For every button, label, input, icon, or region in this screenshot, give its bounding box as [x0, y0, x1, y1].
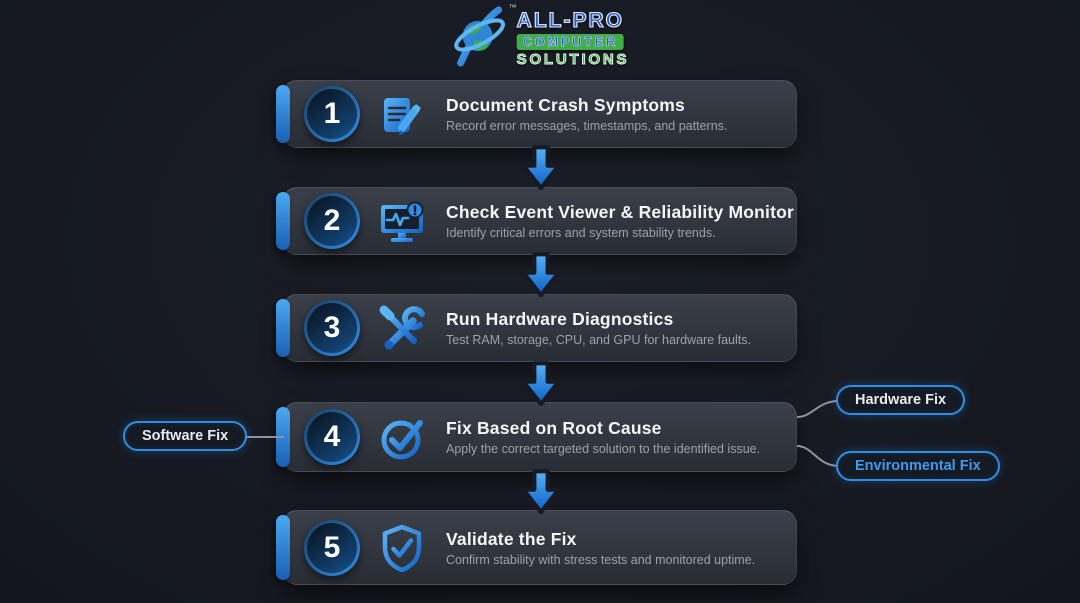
card-accent-bar	[276, 192, 290, 250]
branch-pill-hardware-fix: Hardware Fix	[836, 385, 966, 415]
shield-check-icon	[382, 524, 422, 572]
step-number-badge: 2	[304, 193, 360, 249]
notepad-pencil-icon	[384, 93, 421, 135]
brand-name: ALL-PRO	[516, 9, 624, 32]
step-card-3: 3 Run Hardware Diagnostics Test RAM, sto…	[276, 294, 797, 362]
step-subtitle: Identify critical errors and system stab…	[446, 226, 716, 240]
branch-pill-software-fix: Software Fix	[123, 421, 248, 451]
step-title: Run Hardware Diagnostics	[446, 309, 674, 329]
logo: ™ ALL-PRO COMPUTER SOLUTIONS	[451, 3, 630, 68]
step-subtitle: Apply the correct targeted solution to t…	[446, 442, 761, 456]
step-number-badge: 3	[304, 300, 360, 356]
step-subtitle: Confirm stability with stress tests and …	[446, 552, 756, 567]
brand-solutions-label: SOLUTIONS	[516, 50, 630, 68]
logo-text: ™ ALL-PRO COMPUTER SOLUTIONS	[509, 3, 630, 68]
step-card-4: 4 Fix Based on Root Cause Apply the corr…	[276, 402, 797, 472]
logo-globe-icon	[454, 6, 505, 67]
brand-computer-label: COMPUTER	[516, 34, 624, 50]
step-number-badge: 1	[304, 86, 360, 142]
step-number-badge: 4	[304, 409, 360, 465]
step-title: Document Crash Symptoms	[446, 95, 685, 115]
monitor-pulse-alert-icon	[381, 201, 424, 242]
step-title: Fix Based on Root Cause	[446, 418, 662, 438]
branch-pill-environmental-fix: Environmental Fix	[836, 451, 1000, 481]
branch-label: Environmental Fix	[855, 458, 981, 474]
connector-line-left	[238, 436, 284, 438]
connector-curves-right	[796, 400, 840, 467]
step-subtitle: Test RAM, storage, CPU, and GPU for hard…	[446, 333, 751, 347]
step-title: Validate the Fix	[446, 528, 577, 549]
step-card-5: 5 Validate the Fix Confirm stability wit…	[276, 510, 797, 585]
trademark-symbol: ™	[508, 3, 517, 12]
branch-label: Hardware Fix	[855, 392, 947, 408]
card-accent-bar	[276, 515, 290, 580]
card-accent-bar	[276, 85, 290, 143]
step-number-badge: 5	[304, 519, 360, 576]
step-card-2: 2 Check Event Viewer & Reliability Monit…	[276, 187, 797, 255]
down-arrow-icon	[521, 361, 561, 407]
down-arrow-icon	[521, 252, 561, 298]
down-arrow-icon	[521, 469, 561, 515]
card-accent-bar	[276, 299, 290, 357]
circle-check-icon	[381, 420, 423, 460]
wrench-screwdriver-icon	[379, 305, 425, 350]
branch-label: Software Fix	[142, 428, 229, 444]
step-title: Check Event Viewer & Reliability Monitor	[446, 202, 795, 222]
step-card-1: 1 Document Crash Symptoms Record error m…	[276, 80, 797, 148]
down-arrow-icon	[521, 145, 561, 191]
step-subtitle: Record error messages, timestamps, and p…	[446, 119, 728, 133]
